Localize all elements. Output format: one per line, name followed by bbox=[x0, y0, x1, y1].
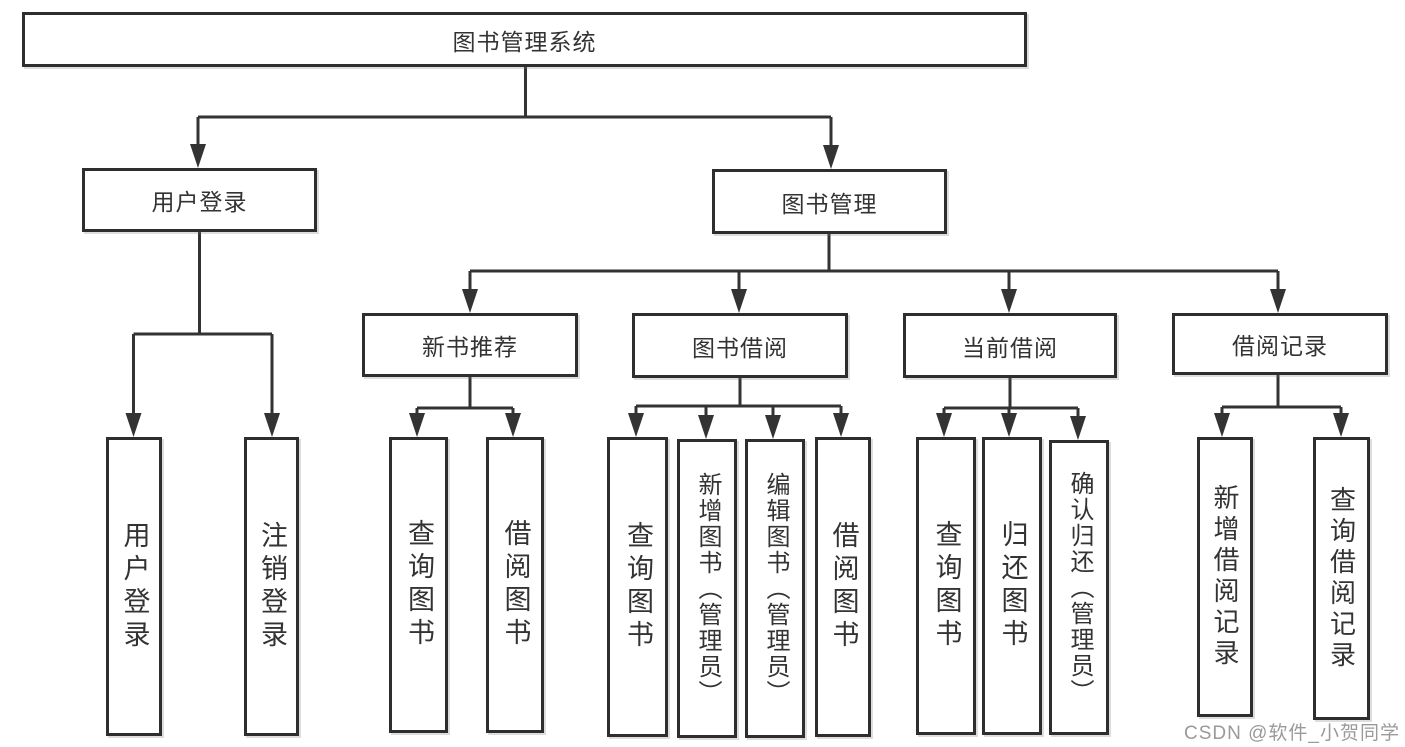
node-library-management-system: 图书管理系统 bbox=[22, 12, 1027, 67]
node-book-management: 图书管理 bbox=[712, 169, 947, 234]
arrowhead bbox=[409, 413, 425, 437]
edge-userlogin-to-leaves bbox=[132, 232, 274, 416]
node-label: 查询图书 bbox=[404, 519, 434, 651]
node-add-borrow-record: 新增借阅记录 bbox=[1197, 437, 1253, 717]
edge-records-to-leaves bbox=[1220, 375, 1343, 416]
edge-borrowing-to-leaves bbox=[634, 378, 843, 417]
arrowhead bbox=[1214, 413, 1230, 437]
node-label: 新增图书（管理员） bbox=[694, 471, 721, 706]
node-label: 归还图书 bbox=[997, 520, 1028, 652]
arrowhead bbox=[833, 413, 849, 437]
node-logout: 注销登录 bbox=[244, 437, 299, 736]
arrowhead bbox=[628, 413, 644, 437]
node-label: 借阅记录 bbox=[1232, 333, 1328, 359]
node-confirm-return-admin: 确认归还（管理员） bbox=[1049, 440, 1109, 735]
node-label: 编辑图书（管理员） bbox=[762, 471, 789, 706]
node-query-book-3: 查询图书 bbox=[916, 437, 976, 735]
node-new-book-recommend: 新书推荐 bbox=[362, 313, 578, 377]
arrowhead bbox=[698, 415, 714, 439]
node-label: 新增借阅记录 bbox=[1210, 484, 1240, 670]
arrowhead bbox=[1001, 413, 1017, 437]
node-label: 查询借阅记录 bbox=[1326, 485, 1357, 672]
csdn-watermark: CSDN @软件_小贺同学 bbox=[1184, 723, 1400, 744]
node-label: 借阅图书 bbox=[500, 519, 531, 651]
arrowhead bbox=[190, 144, 206, 168]
arrowhead bbox=[264, 413, 280, 437]
node-current-borrowing: 当前借阅 bbox=[903, 313, 1117, 378]
arrowhead bbox=[462, 289, 478, 313]
arrowhead bbox=[765, 415, 781, 439]
node-edit-book-admin: 编辑图书（管理员） bbox=[745, 439, 805, 738]
node-label: 新书推荐 bbox=[422, 334, 518, 360]
node-label: 确认归还（管理员） bbox=[1066, 470, 1093, 705]
node-borrow-book-1: 借阅图书 bbox=[486, 437, 544, 733]
arrowhead bbox=[823, 145, 839, 169]
arrowhead bbox=[936, 413, 952, 437]
node-label: 图书借阅 bbox=[692, 334, 788, 361]
node-add-book-admin: 新增图书（管理员） bbox=[677, 439, 737, 738]
node-book-borrowing: 图书借阅 bbox=[632, 313, 848, 378]
node-label: 图书管理系统 bbox=[452, 28, 597, 55]
node-borrowing-records: 借阅记录 bbox=[1172, 313, 1388, 375]
node-label: 查询图书 bbox=[623, 521, 653, 653]
node-borrow-book-2: 借阅图书 bbox=[815, 437, 871, 737]
node-query-book-1: 查询图书 bbox=[389, 437, 448, 733]
node-user-login: 用户登录 bbox=[82, 168, 317, 232]
node-query-borrow-record: 查询借阅记录 bbox=[1313, 437, 1370, 720]
node-label: 用户登录 bbox=[151, 189, 248, 215]
node-return-book: 归还图书 bbox=[982, 437, 1042, 735]
arrowhead bbox=[1270, 289, 1286, 313]
arrowhead bbox=[1001, 289, 1017, 313]
arrowhead bbox=[1070, 416, 1086, 440]
node-label: 借阅图书 bbox=[828, 521, 859, 653]
node-label: 图书管理 bbox=[781, 190, 878, 217]
arrowhead bbox=[125, 413, 142, 437]
node-label: 用户登录 bbox=[119, 520, 150, 653]
edge-current-to-leaves bbox=[942, 378, 1080, 417]
arrowhead bbox=[505, 413, 521, 437]
node-label: 注销登录 bbox=[257, 520, 287, 653]
node-label: 查询图书 bbox=[931, 520, 962, 652]
node-user-login-leaf: 用户登录 bbox=[106, 437, 162, 736]
node-label: 当前借阅 bbox=[962, 334, 1058, 361]
edge-recommend-to-leaves bbox=[415, 377, 515, 416]
node-query-book-2: 查询图书 bbox=[607, 437, 668, 737]
arrowhead bbox=[1333, 413, 1349, 437]
edge-root-to-level2 bbox=[196, 67, 833, 147]
edge-bookmgmt-to-level3 bbox=[468, 234, 1280, 292]
arrowhead bbox=[731, 289, 747, 313]
